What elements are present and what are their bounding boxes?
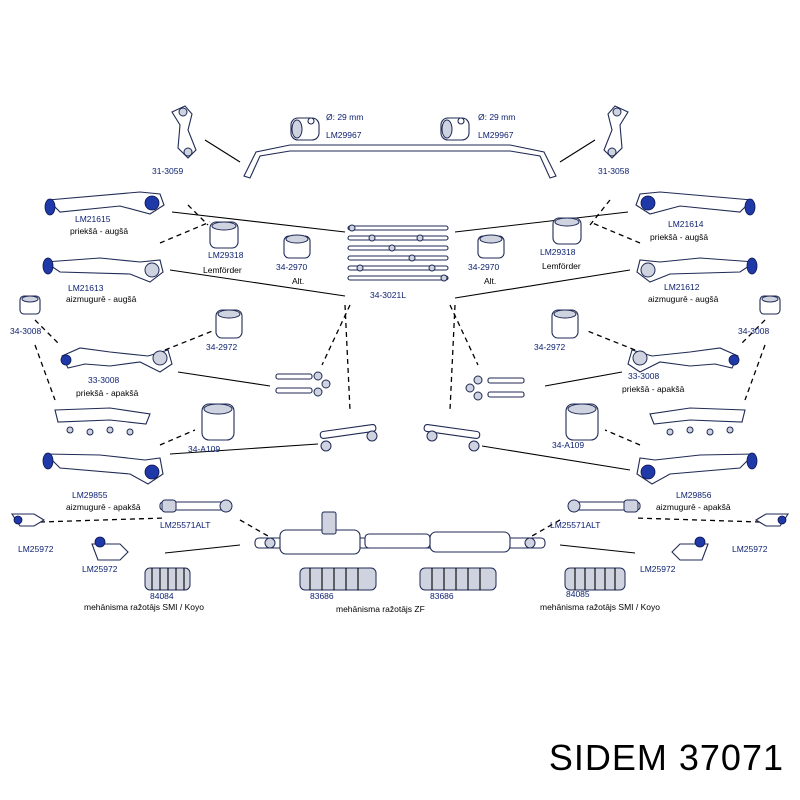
tie-rod-end-right-2-label: LM25972 — [640, 564, 676, 574]
sway-link-left-label: 31-3059 — [152, 166, 183, 176]
control-arm-upper-front-left-code: LM21615 — [75, 214, 111, 224]
bolt-set-right — [465, 375, 525, 401]
control-arm-lower-front-left — [60, 347, 173, 373]
stabilizer-bar — [243, 144, 557, 179]
control-arm-upper-front-right — [635, 191, 756, 216]
bush-34-2970-left-desc: Alt. — [292, 276, 304, 286]
brand-caption: SIDEM 37071 — [549, 737, 784, 779]
tie-rod-inner-right — [567, 499, 641, 513]
stabilizer-bush-left — [290, 117, 320, 141]
bush-34-3008-right — [759, 295, 781, 315]
bush-34-2970-left-label: 34-2970 — [276, 262, 307, 272]
arm-hardware-right — [649, 407, 746, 436]
control-arm-upper-front-left-desc: priekšā - augšā — [70, 226, 128, 236]
tie-rod-inner-left — [159, 499, 233, 513]
long-bolt-left — [319, 423, 378, 452]
control-arm-upper-rear-left-desc: aizmugurē - augšā — [66, 294, 137, 304]
control-arm-lower-rear-left-code: LM29855 — [72, 490, 108, 500]
control-arm-lower-rear-left — [42, 452, 164, 485]
tie-rod-end-right-2 — [671, 536, 709, 561]
bush-34-2970-left — [283, 234, 311, 259]
rack-center-desc: mehānisma ražotājs ZF — [336, 604, 425, 614]
control-arm-upper-rear-left — [42, 257, 164, 283]
bush-34-2970-right — [477, 234, 505, 259]
boot-83686-right-label: 83686 — [430, 591, 454, 601]
bush-lm29318-left-label: LM29318 — [208, 250, 244, 260]
boot-83686-right — [419, 567, 497, 591]
stabilizer-bush-right-diameter: Ø: 29 mm — [478, 112, 515, 122]
bolt-kit-center-label: 34-3021L — [370, 290, 406, 300]
tie-rod-inner-right-label: LM25571ALT — [550, 520, 600, 530]
tie-rod-end-left-1 — [10, 513, 46, 527]
bush-34-2972-left — [215, 309, 243, 339]
sway-link-left — [171, 105, 197, 159]
stabilizer-bush-left-diameter: Ø: 29 mm — [326, 112, 363, 122]
boot-84085-label: 84085 — [566, 589, 590, 599]
sway-link-right — [603, 105, 629, 159]
brand-name: SIDEM — [548, 737, 668, 778]
bush-lm29318-left — [209, 221, 239, 249]
control-arm-lower-rear-right-desc: aizmugurē - apakšā — [656, 502, 731, 512]
control-arm-upper-rear-right-code: LM21612 — [664, 282, 700, 292]
dashed-lines — [34, 199, 766, 541]
bush-34-a109-right-label: 34-A109 — [552, 440, 584, 450]
bush-34-2970-right-label: 34-2970 — [468, 262, 499, 272]
bolt-set-left — [275, 371, 331, 397]
bush-34-2972-right-label: 34-2972 — [534, 342, 565, 352]
bush-lm29318-right-label: LM29318 — [540, 247, 576, 257]
tie-rod-end-left-1-label: LM25972 — [18, 544, 54, 554]
control-arm-upper-rear-right — [636, 257, 758, 283]
control-arm-lower-rear-left-desc: aizmugurē - apakšā — [66, 502, 141, 512]
boot-84084 — [144, 567, 191, 591]
bolt-kit-center — [347, 224, 449, 282]
bush-lm29318-right-desc: Lemförder — [542, 261, 581, 271]
stabilizer-bush-right — [440, 117, 470, 141]
stabilizer-bush-left-label: LM29967 — [326, 130, 362, 140]
connector-lines — [164, 139, 636, 554]
bush-34-3008-right-label: 34-3008 — [738, 326, 769, 336]
tie-rod-end-right-1-label: LM25972 — [732, 544, 768, 554]
control-arm-lower-front-right-desc: priekšā - apakšā — [622, 384, 685, 394]
control-arm-upper-rear-right-desc: aizmugurē - augšā — [648, 294, 719, 304]
steering-rack — [254, 511, 546, 555]
tie-rod-inner-left-label: LM25571ALT — [160, 520, 210, 530]
bush-lm29318-right — [552, 217, 582, 245]
boot-84085 — [564, 567, 626, 591]
stabilizer-bush-right-label: LM29967 — [478, 130, 514, 140]
boot-84084-label: 84084 — [150, 591, 174, 601]
arm-hardware-left — [54, 407, 151, 436]
control-arm-upper-rear-left-code: LM21613 — [68, 283, 104, 293]
tie-rod-end-left-2-label: LM25972 — [82, 564, 118, 574]
control-arm-upper-front-right-desc: priekšā - augšā — [650, 232, 708, 242]
long-bolt-right — [423, 423, 481, 452]
bush-34-a109-left-label: 34-A109 — [188, 444, 220, 454]
bush-34-2972-left-label: 34-2972 — [206, 342, 237, 352]
rack-right-desc: mehānisma ražotājs SMI / Koyo — [540, 602, 660, 612]
tie-rod-end-left-2 — [91, 536, 129, 561]
control-arm-lower-rear-right — [636, 452, 758, 485]
bush-34-a109-right — [565, 403, 599, 441]
bush-34-2972-right — [551, 309, 579, 339]
bush-34-3008-left-label: 34-3008 — [10, 326, 41, 336]
bush-34-2970-right-desc: Alt. — [484, 276, 496, 286]
control-arm-upper-front-right-code: LM21614 — [668, 219, 704, 229]
boot-83686-left-label: 83686 — [310, 591, 334, 601]
control-arm-lower-rear-right-code: LM29856 — [676, 490, 712, 500]
brand-code: 37071 — [678, 737, 784, 778]
boot-83686-left — [299, 567, 377, 591]
sway-link-right-label: 31-3058 — [598, 166, 629, 176]
bush-lm29318-left-desc: Lemförder — [203, 265, 242, 275]
bush-34-a109-left — [201, 403, 235, 441]
control-arm-lower-front-right-code: 33-3008 — [628, 371, 659, 381]
control-arm-lower-front-left-desc: priekšā - apakšā — [76, 388, 139, 398]
bush-34-3008-left — [19, 295, 41, 315]
control-arm-lower-front-left-code: 33-3008 — [88, 375, 119, 385]
control-arm-upper-front-left — [44, 191, 165, 216]
tie-rod-end-right-1 — [754, 513, 790, 527]
rack-left-desc: mehānisma ražotājs SMI / Koyo — [84, 602, 204, 612]
control-arm-lower-front-right — [627, 347, 740, 373]
